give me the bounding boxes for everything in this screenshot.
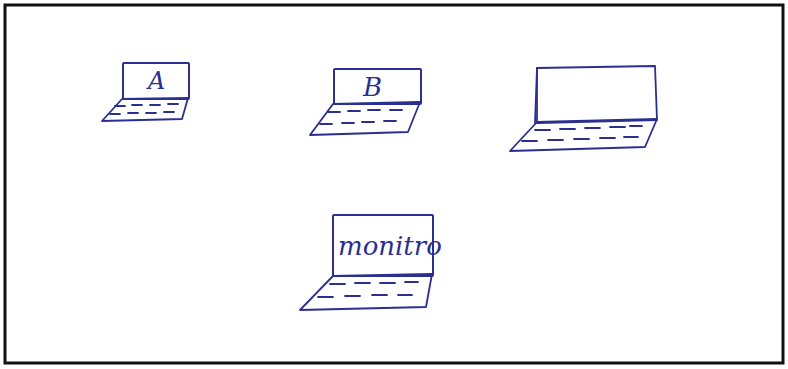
- screen-label: A: [148, 67, 165, 95]
- laptop-keyboard: [300, 274, 432, 310]
- screen-label: monitro: [338, 231, 442, 261]
- laptop-hinge: [535, 68, 537, 123]
- laptop-keyboard: [310, 102, 420, 135]
- screen-label: B: [363, 72, 382, 102]
- laptop-screen: [537, 66, 657, 123]
- laptop-screen: A: [122, 62, 190, 100]
- laptop-screen: monitro: [332, 214, 434, 277]
- keyboard-keys: [320, 110, 402, 124]
- keyboard-keys: [522, 126, 642, 141]
- laptop-keyboard: [510, 119, 657, 151]
- page-frame: [5, 5, 783, 363]
- laptop-keyboard: [102, 98, 188, 121]
- keyboard-keys: [110, 104, 178, 114]
- laptop-screen: B: [333, 68, 422, 105]
- keyboard-keys: [318, 282, 418, 297]
